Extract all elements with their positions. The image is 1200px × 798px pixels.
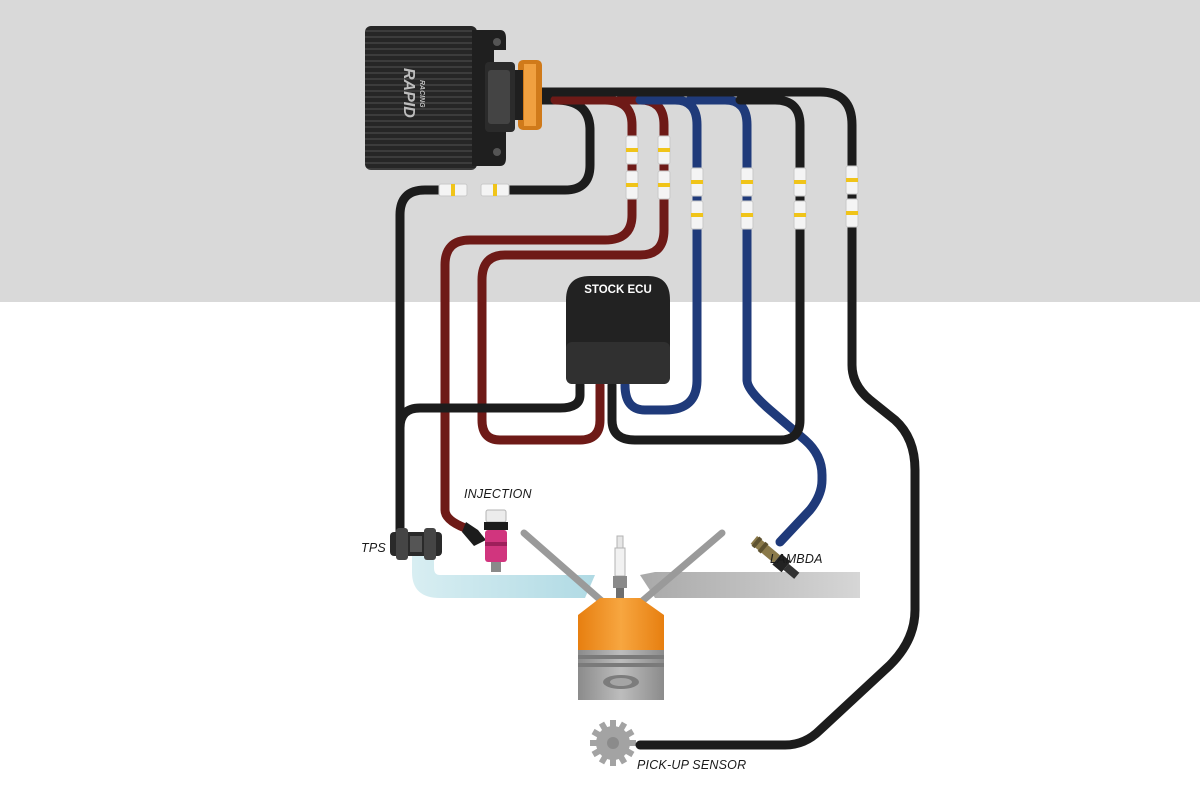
pickup-label: PICK-UP SENSOR [637, 758, 747, 772]
stock-ecu-label: STOCK ECU [584, 284, 652, 296]
wire-blue-1 [620, 95, 702, 415]
module-sub: RACING [418, 80, 425, 108]
wire-ecu-black [607, 95, 805, 445]
module-brand: RAPID [400, 68, 417, 118]
wire-lambda [685, 95, 827, 547]
wire-ecu-tps [395, 380, 585, 433]
wire-injection-1 [440, 95, 637, 533]
lambda-label: LAMBDA [770, 552, 823, 566]
spark-plug [613, 535, 627, 598]
tps-sensor [390, 528, 442, 560]
tps-label: TPS [361, 541, 386, 555]
exhaust-duct [640, 572, 860, 598]
wire-pickup [525, 87, 920, 750]
intake-duct [412, 540, 595, 598]
pickup-gear [590, 720, 636, 766]
injection-label: INJECTION [464, 487, 532, 501]
lambda-sensor [750, 536, 800, 579]
exhaust-valve [636, 529, 726, 607]
intake-valve [520, 529, 608, 607]
stock-ecu [566, 276, 670, 384]
wire-injection-2 [477, 95, 669, 445]
rapid-module: RAPID RACING [365, 26, 542, 170]
piston [578, 598, 664, 700]
injector [462, 509, 508, 572]
